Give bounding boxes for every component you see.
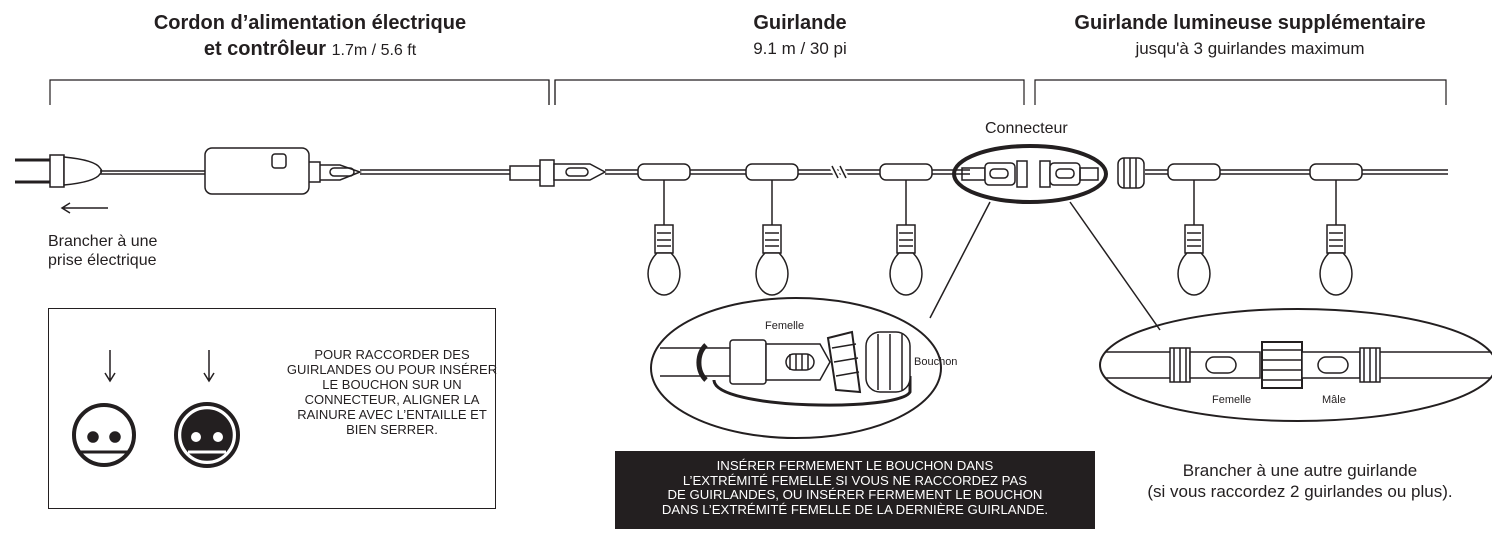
female-label-right: Femelle	[1212, 394, 1252, 406]
connect-caption-line2: (si vous raccordez 2 guirlandes ou plus)…	[1147, 482, 1453, 501]
bulb-socket-1	[637, 163, 691, 296]
female-male-detail-icon	[1105, 341, 1490, 389]
leader-line-right	[1069, 201, 1161, 331]
female-label-left: Femelle	[765, 320, 805, 332]
down-arrow-icon-1	[104, 350, 116, 383]
alignment-note-box: POUR RACCORDER DES GUIRLANDES OU POUR IN…	[48, 308, 498, 509]
zoom-female-male	[1099, 308, 1492, 422]
cap-instruction-box: INSÉRER FERMEMENT LE BOUCHON DANS L’EXTR…	[615, 451, 1095, 529]
cap-instruction-line1: INSÉRER FERMEMENT LE BOUCHON DANS	[716, 458, 994, 473]
leader-line-left	[929, 201, 991, 319]
cap-label: Bouchon	[914, 356, 958, 368]
plug-face-icon	[174, 402, 240, 468]
down-arrow-icon-2	[203, 350, 215, 383]
cap-instruction-line3: DE GUIRLANDES, OU INSÉRER FERMEMENT LE B…	[667, 487, 1043, 502]
plug-instruction: Brancher à une prise électrique	[48, 232, 157, 270]
cap-instruction-line2: L’EXTRÉMITÉ FEMELLE SI VOUS NE RACCORDEZ…	[682, 472, 1028, 488]
extra-string-title: Guirlande lumineuse supplémentaire	[1074, 12, 1426, 34]
string-length: 9.1 m / 30 pi	[753, 39, 847, 58]
power-cord-length: 1.7m / 5.6 ft	[331, 42, 417, 59]
zoom-female-cap	[650, 297, 942, 439]
alignment-note-text: POUR RACCORDER DES GUIRLANDES OU POUR IN…	[286, 347, 498, 437]
power-cord-header: Cordon d’alimentation électrique et cont…	[95, 10, 525, 64]
female-cap-detail-icon	[660, 330, 912, 407]
power-cord-title: Cordon d’alimentation électrique	[153, 12, 467, 34]
extra-string-header: Guirlande lumineuse supplémentaire jusqu…	[1030, 10, 1470, 62]
electrical-plug-icon	[15, 154, 205, 188]
bulb-socket-4	[1167, 163, 1221, 296]
plug-instruction-line1: Brancher à une	[48, 233, 158, 250]
string-title: Guirlande	[753, 12, 847, 34]
male-label-right: Mâle	[1322, 394, 1346, 406]
bulb-socket-3	[879, 163, 933, 296]
power-cord-title-2: et contrôleur	[203, 38, 327, 60]
female-male-connector-icon	[961, 160, 1099, 188]
arrow-icon	[60, 202, 108, 214]
connect-caption: Brancher à une autre guirlande (si vous …	[1130, 460, 1470, 502]
cord-connector-icon	[509, 159, 607, 187]
socket-face-icon	[72, 403, 136, 467]
plug-instruction-line2: prise électrique	[48, 252, 157, 269]
cap-instruction-line4: DANS L’EXTRÉMITÉ FEMELLE DE LA DERNIÈRE …	[661, 501, 1049, 517]
connector-highlight	[952, 144, 1108, 204]
string-header: Guirlande 9.1 m / 30 pi	[690, 10, 910, 62]
connector-label: Connecteur	[985, 120, 1068, 137]
section-brackets	[49, 79, 1447, 105]
extra-string-subtitle: jusqu'à 3 guirlandes maximum	[1135, 39, 1365, 58]
bulb-socket-5	[1309, 163, 1363, 296]
connect-caption-line1: Brancher à une autre guirlande	[1182, 461, 1418, 480]
controller-box-icon	[204, 147, 363, 195]
end-cap-icon	[1117, 157, 1145, 189]
bulb-socket-2	[745, 163, 799, 296]
